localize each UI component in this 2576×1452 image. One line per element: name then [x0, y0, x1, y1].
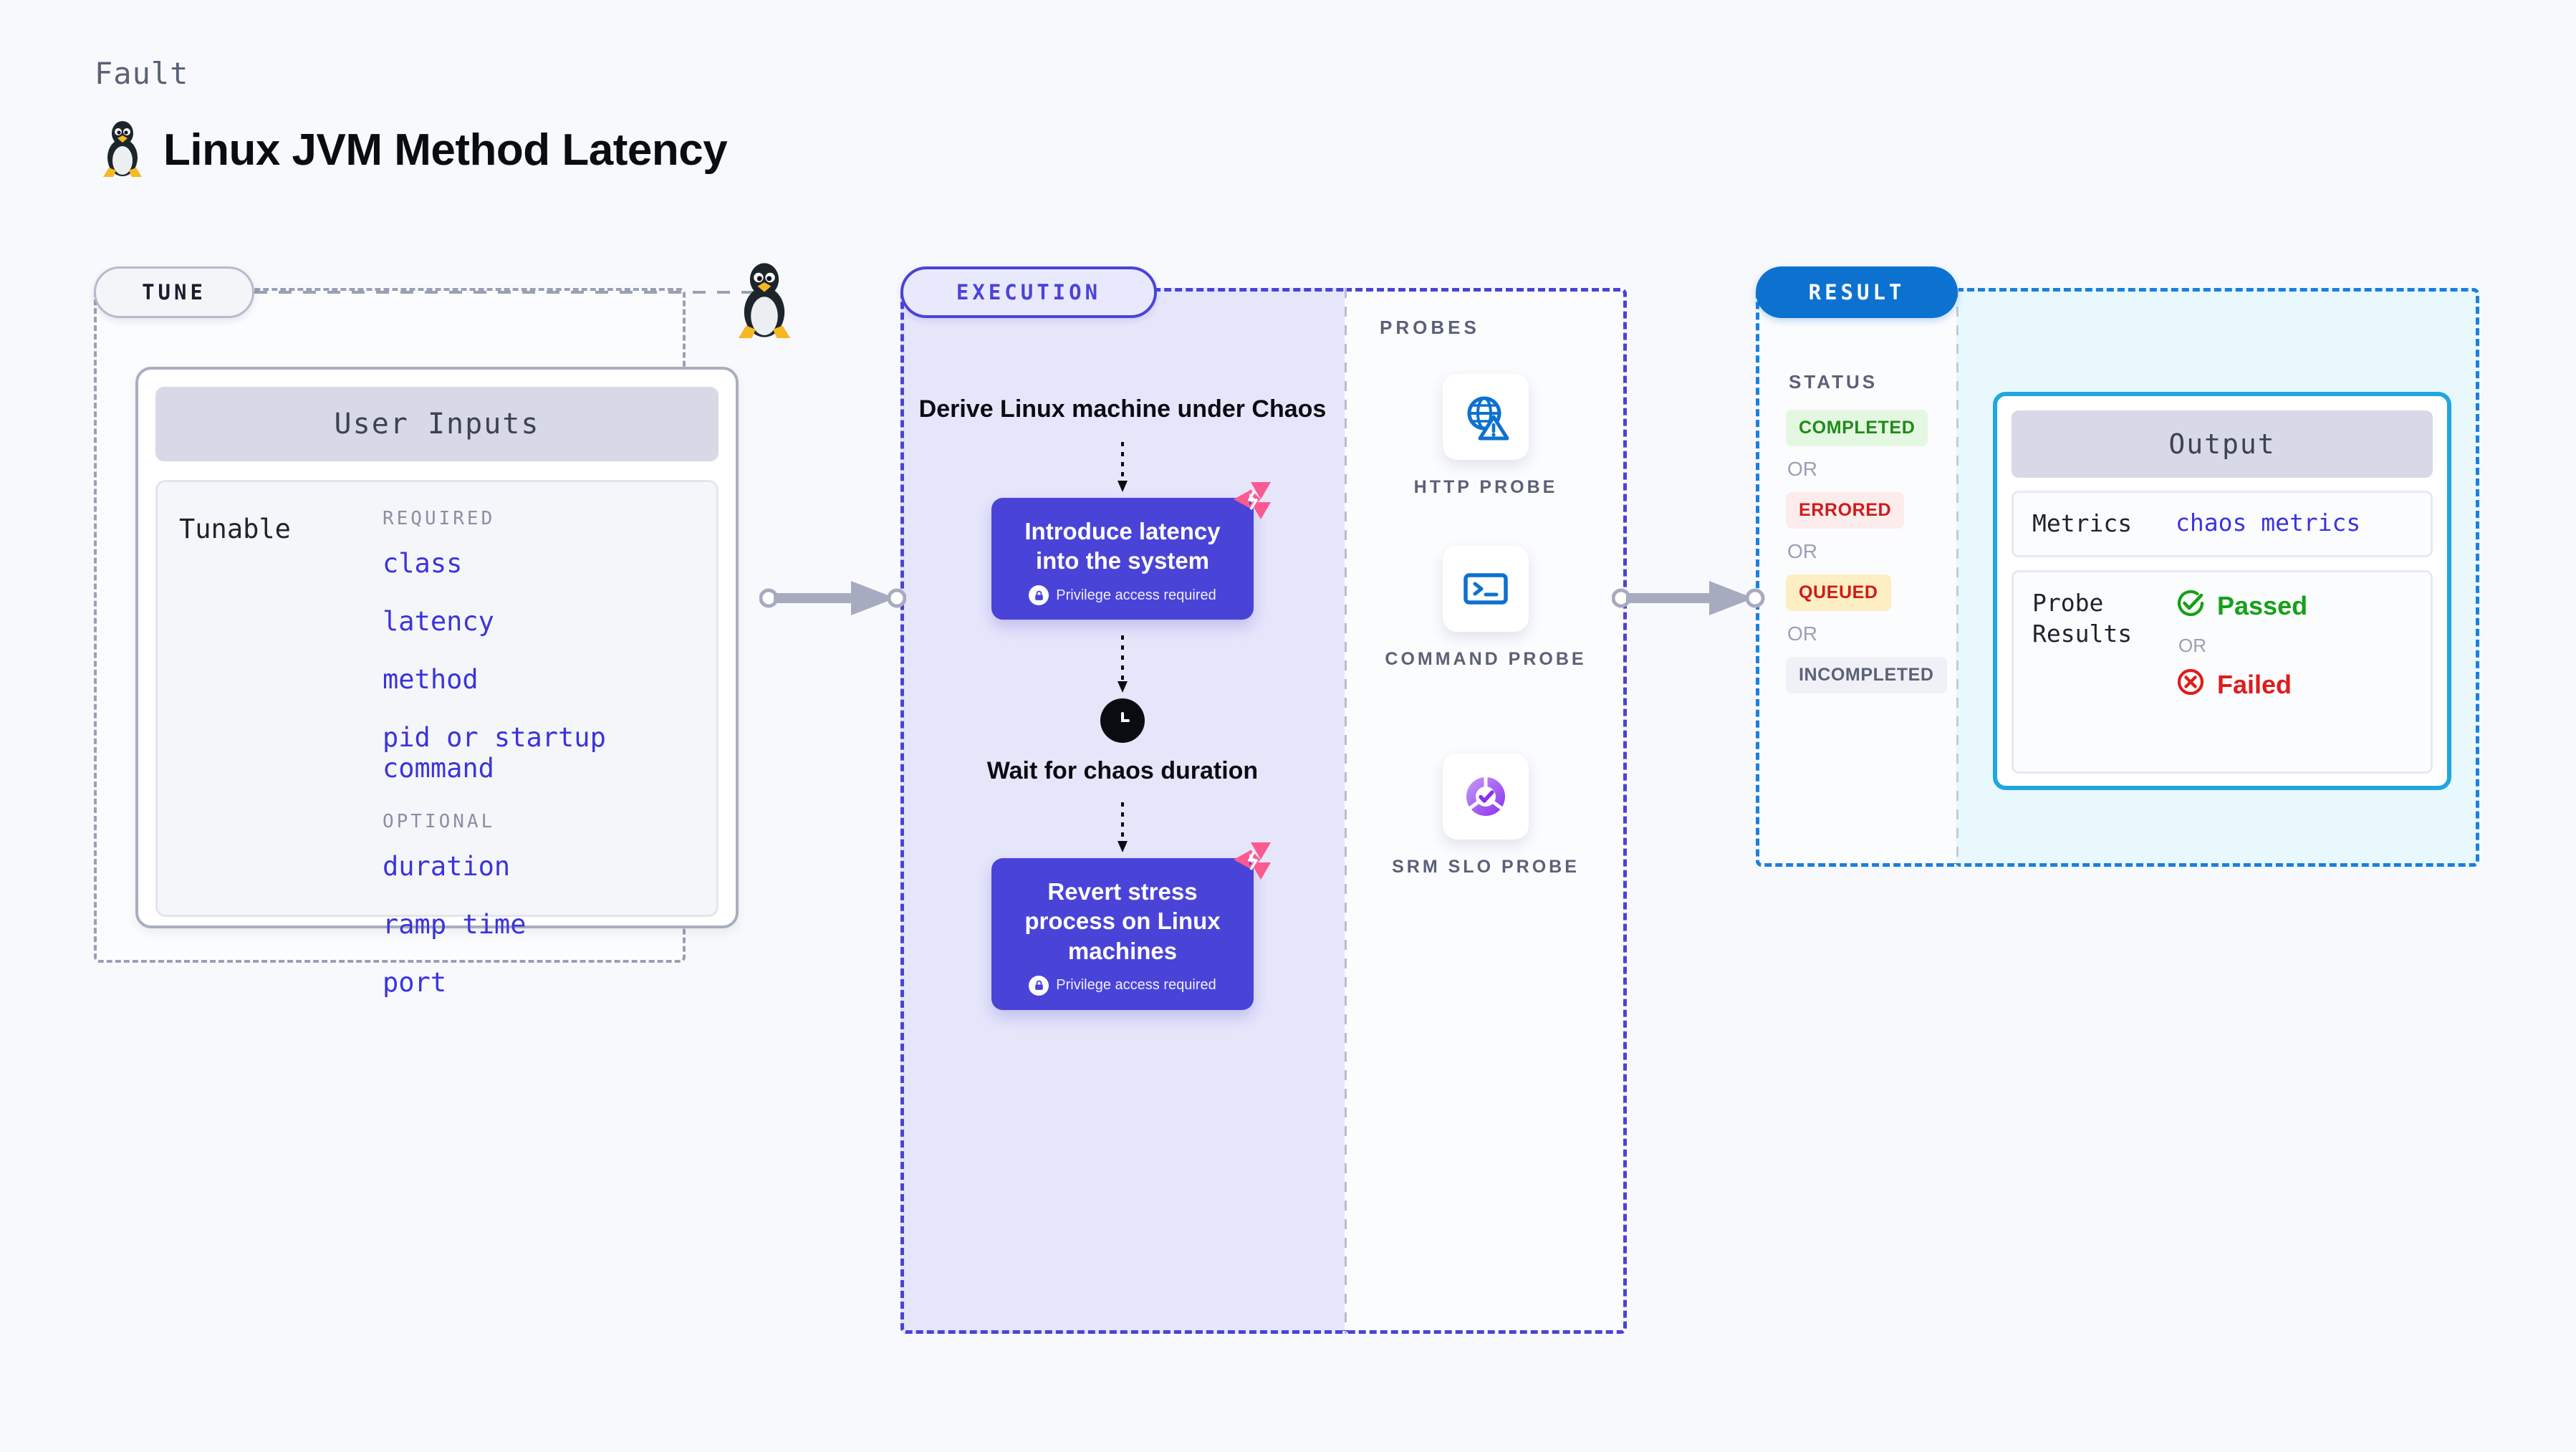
param-duration[interactable]: duration [383, 851, 511, 882]
tunable-params: REQUIRED class latency method pid or sta… [373, 508, 695, 998]
chaos-badge-icon [1229, 838, 1274, 883]
user-inputs-header: User Inputs [155, 387, 719, 461]
privilege-note-1-text: Privilege access required [1056, 587, 1216, 603]
probe-http[interactable]: HTTP PROBE [1345, 374, 1627, 500]
probe-srm-slo[interactable]: SRM SLO PROBE [1345, 754, 1627, 880]
probe-command[interactable]: COMMAND PROBE [1345, 546, 1627, 672]
flow-arrow-1 [900, 441, 1345, 494]
status-badge-queued: QUEUED [1786, 574, 1891, 611]
param-method[interactable]: method [383, 664, 479, 695]
output-header: Output [2012, 410, 2433, 478]
result-pill[interactable]: RESULT [1756, 266, 1958, 318]
globe-warning-icon [1443, 374, 1529, 460]
verdict-failed: Failed [2176, 667, 2307, 703]
status-badge-errored: ERRORED [1786, 492, 1905, 529]
result-sections-divider [1956, 288, 1959, 867]
param-ramp-time[interactable]: ramp time [383, 909, 527, 940]
privilege-note-2-text: Privilege access required [1056, 977, 1216, 994]
connector-tune-to-execution [759, 577, 907, 623]
output-probe-key: Probe Results [2032, 588, 2133, 648]
required-group-label: REQUIRED [383, 508, 496, 529]
terminal-icon [1443, 546, 1529, 632]
param-class[interactable]: class [383, 548, 463, 579]
output-metrics-value[interactable]: chaos metrics [2176, 509, 2361, 537]
check-circle-icon [2176, 588, 2206, 625]
execution-flow: Derive Linux machine under Chaos Introdu… [900, 288, 1345, 1010]
param-port[interactable]: port [383, 967, 447, 998]
privilege-note-1: Privilege access required [1010, 585, 1235, 606]
verdict-passed: Passed [2176, 588, 2307, 625]
tux-penguin-icon [734, 262, 794, 341]
status-list: COMPLETED OR ERRORED OR QUEUED OR INCOMP… [1786, 410, 1958, 693]
status-badge-incompleted: INCOMPLETED [1786, 657, 1947, 693]
execution-pill[interactable]: EXECUTION [900, 266, 1157, 318]
srm-slo-check-icon [1443, 754, 1529, 840]
lock-icon [1029, 975, 1049, 996]
status-or-3: OR [1787, 622, 1817, 645]
execution-probes-divider [1345, 288, 1347, 1334]
output-metrics-row: Metrics chaos metrics [2012, 491, 2433, 557]
output-card: Output Metrics chaos metrics Probe Resul… [1993, 392, 2451, 790]
verdict-failed-label: Failed [2217, 670, 2292, 700]
tune-dashed-connector [254, 291, 756, 294]
probe-srm-slo-label: SRM SLO PROBE [1392, 857, 1580, 877]
step-derive-machine: Derive Linux machine under Chaos [918, 395, 1327, 423]
status-title: STATUS [1789, 371, 1878, 393]
user-inputs-card: User Inputs Tunable REQUIRED class laten… [135, 367, 739, 998]
verdict-passed-label: Passed [2217, 591, 2308, 621]
tux-penguin-icon [100, 120, 145, 179]
probe-command-label: COMMAND PROBE [1385, 649, 1587, 669]
step-revert-stress-process[interactable]: Revert stress process on Linux machines … [991, 842, 1271, 1010]
optional-group-label: OPTIONAL [383, 811, 496, 832]
probes-title: PROBES [1380, 317, 1480, 338]
status-badge-completed: COMPLETED [1786, 410, 1928, 446]
output-metrics-key: Metrics [2032, 509, 2133, 537]
flow-arrow-2 [900, 635, 1345, 694]
connector-probes-to-result [1611, 577, 1766, 623]
step-introduce-latency[interactable]: Introduce latency into the system Privil… [991, 481, 1271, 620]
page-title: Linux JVM Method Latency [163, 125, 728, 175]
clock-icon [1100, 698, 1145, 744]
tunable-body: Tunable REQUIRED class latency method pi… [155, 480, 719, 998]
flow-arrow-3 [900, 802, 1345, 854]
privilege-note-2: Privilege access required [1010, 975, 1235, 996]
verdict-or: OR [2178, 634, 2206, 656]
x-circle-icon [2176, 667, 2206, 703]
status-or-2: OR [1787, 540, 1817, 562]
page-title-row: Linux JVM Method Latency [100, 120, 728, 179]
probe-http-label: HTTP PROBE [1413, 477, 1558, 497]
step-revert-stress-process-title: Revert stress process on Linux machines [1024, 878, 1221, 964]
fault-kicker: Fault [95, 56, 189, 91]
lock-icon [1029, 585, 1049, 606]
output-probe-results-row: Probe Results Passed OR [2012, 569, 2433, 774]
step-introduce-latency-title: Introduce latency into the system [1024, 517, 1221, 574]
param-latency[interactable]: latency [383, 606, 494, 637]
status-or-1: OR [1787, 458, 1817, 480]
tunable-label: Tunable [179, 514, 291, 544]
step-wait-for-duration: Wait for chaos duration [986, 757, 1259, 785]
tune-pill[interactable]: TUNE [94, 266, 254, 318]
chaos-badge-icon [1229, 478, 1274, 522]
param-pid-or-startup-command[interactable]: pid or startup command [383, 722, 606, 784]
output-probe-verdicts: Passed OR Failed [2176, 588, 2307, 703]
